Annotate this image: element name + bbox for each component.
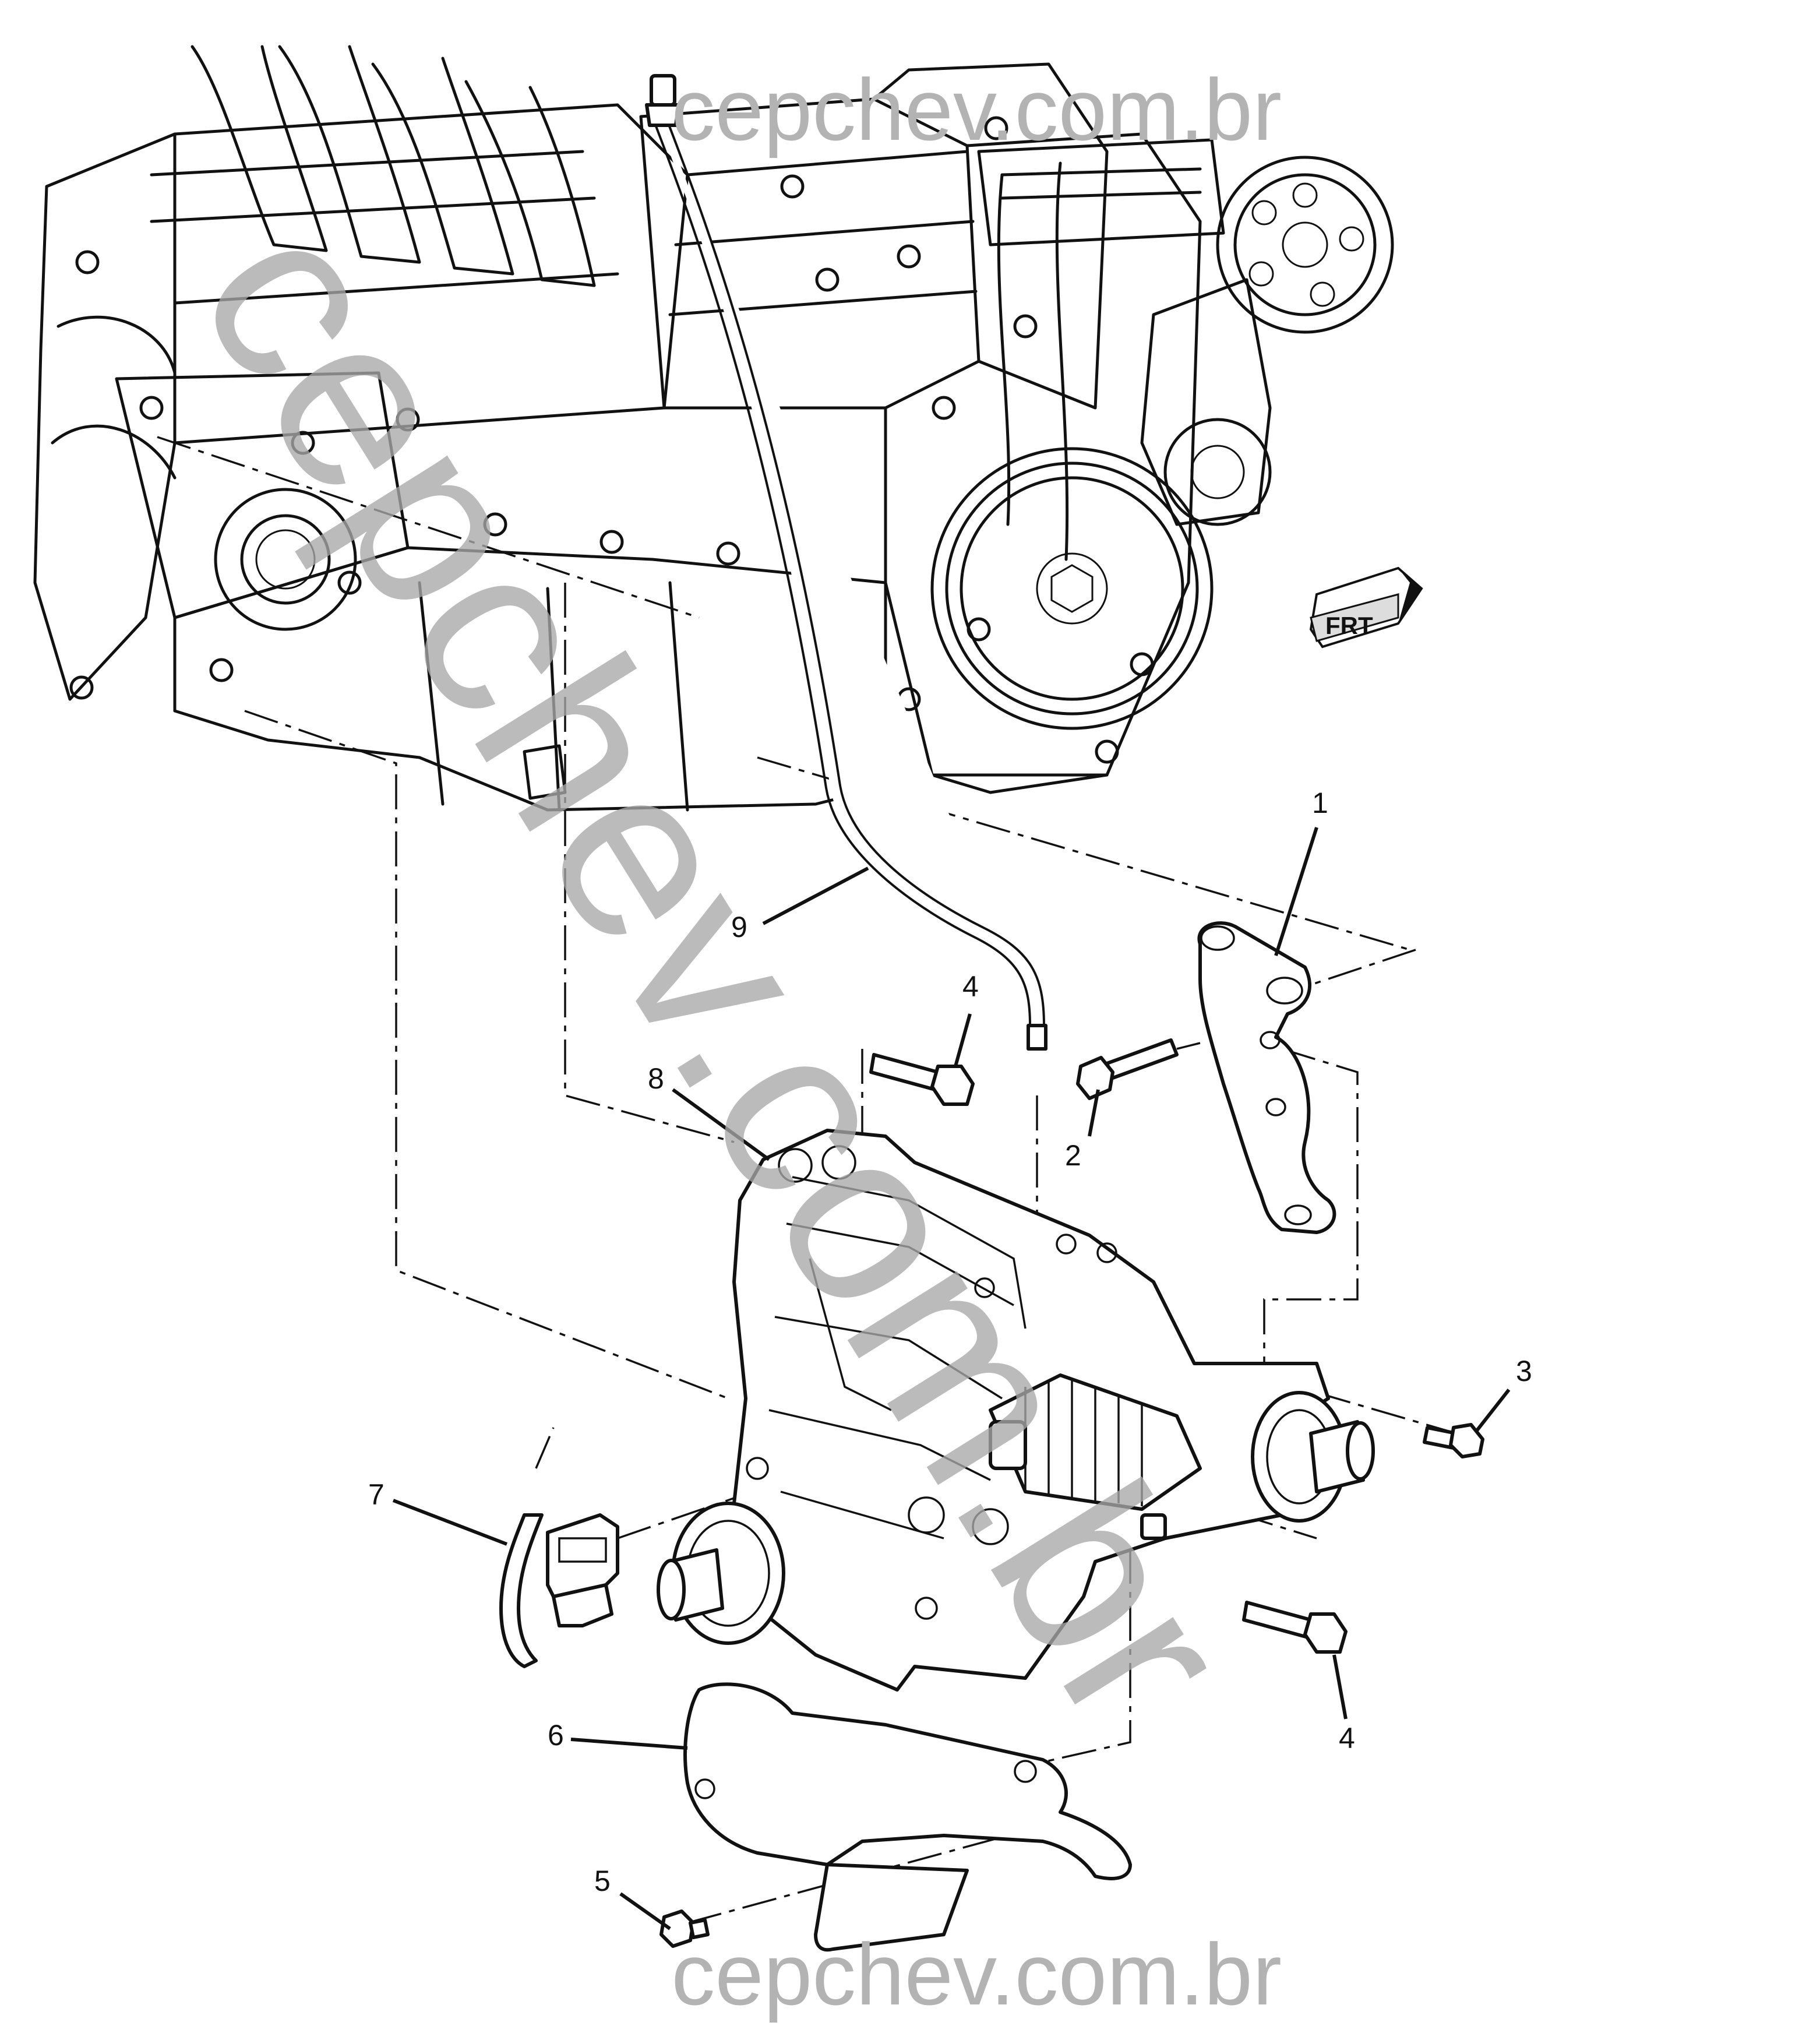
bolt-2 [1076, 1038, 1179, 1100]
mount-bracket [1197, 921, 1336, 1234]
bolt-4-upper [869, 1053, 975, 1106]
wiring-harness-connector [499, 1513, 619, 1668]
callout-9: 9 [731, 911, 747, 943]
callout-leaders [392, 827, 1511, 1930]
transfer-case [657, 1129, 1375, 1692]
callout-labels: 1 2 3 4 4 5 6 7 8 9 [368, 787, 1532, 1897]
bolt-5 [659, 1909, 710, 1948]
callout-8: 8 [648, 1062, 664, 1095]
callout-4-upper: 4 [962, 970, 979, 1003]
callout-6: 6 [548, 1719, 564, 1752]
callout-4-lower: 4 [1339, 1722, 1355, 1754]
frt-direction-marker: FRT [1309, 566, 1423, 649]
watermark-top: cepchev.com.br [671, 61, 1282, 158]
vent-hose [645, 74, 1047, 1051]
callout-7: 7 [368, 1478, 385, 1511]
callout-2: 2 [1065, 1139, 1081, 1172]
heat-shield [683, 1682, 1132, 1952]
bolt-3 [1423, 1423, 1484, 1458]
callout-1: 1 [1312, 787, 1328, 819]
callout-5: 5 [594, 1865, 611, 1897]
callout-3: 3 [1516, 1355, 1532, 1387]
frt-label: FRT [1325, 612, 1373, 639]
watermark-bottom: cepchev.com.br [671, 1925, 1282, 2023]
bolt-4-lower [1242, 1601, 1348, 1654]
